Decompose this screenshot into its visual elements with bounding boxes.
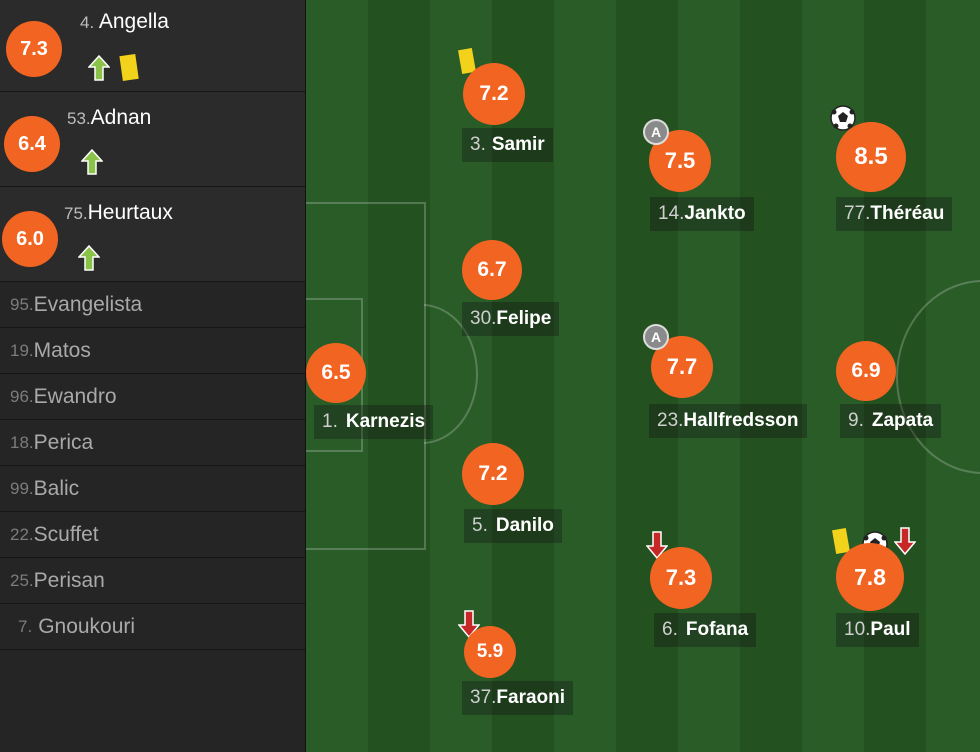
sub-in-arrow-icon (81, 149, 103, 175)
player-name: Théréau (870, 203, 945, 224)
player-rating-badge: 7.3 (6, 21, 62, 77)
yellow-card-icon (832, 528, 850, 555)
jersey-number: 77. (844, 203, 871, 224)
event-icons (78, 245, 100, 271)
player-rating-badge: 6.0 (2, 211, 58, 267)
bench-player-row[interactable]: 22.Scuffet (0, 512, 305, 558)
substitute-row[interactable]: 7.3 4. Angella (0, 0, 305, 92)
jersey-number: 4. (80, 13, 95, 32)
player-rating-badge: 7.7 (651, 336, 713, 398)
player-name: Adnan (90, 106, 152, 129)
substitute-name-label: 4. Angella (80, 10, 169, 34)
player-rating-badge: 6.5 (306, 343, 366, 403)
jersey-number: 30. (470, 308, 497, 329)
jersey-number: 18. (10, 432, 34, 452)
player-name: Perisan (33, 568, 105, 592)
player-rating-badge: 8.5 (836, 122, 906, 192)
sub-out-arrow-icon (646, 531, 668, 559)
player-name: Evangelista (33, 292, 143, 316)
bench-player-row[interactable]: 19.Matos (0, 328, 305, 374)
player-name: Ewandro (33, 384, 117, 408)
player-name-label: 5. Danilo (464, 509, 562, 543)
sub-in-arrow-icon (78, 245, 100, 271)
jersey-number: 3. (470, 134, 486, 155)
player-name-label: 14.Jankto (650, 197, 754, 231)
player-name: Faraoni (496, 687, 566, 708)
jersey-number: 9. (848, 410, 864, 431)
jersey-number: 95. (10, 294, 34, 314)
assist-badge-icon: A (643, 119, 669, 145)
player-name: Gnoukouri (38, 614, 136, 638)
yellow-card-icon (119, 54, 139, 81)
player-rating-badge: 6.4 (4, 116, 60, 172)
bench-player-row[interactable]: 95.Evangelista (0, 282, 305, 328)
player-name: Balic (33, 476, 80, 500)
jersey-number: 23. (657, 410, 684, 431)
player-name: Perica (33, 430, 94, 454)
player-name-label: 23.Hallfredsson (649, 404, 807, 438)
sub-in-arrow-icon (88, 55, 110, 81)
substitute-row[interactable]: 6.4 53.Adnan (0, 92, 305, 187)
sub-out-arrow-icon (894, 527, 916, 555)
bench-player-row[interactable]: 25.Perisan (0, 558, 305, 604)
player-name-label: 9. Zapata (840, 404, 942, 438)
player-rating-badge: 7.8 (836, 543, 904, 611)
player-rating-badge: 7.2 (463, 63, 525, 125)
assist-badge-icon: A (643, 324, 669, 350)
jersey-number: 7. (18, 616, 33, 636)
player-name-label: 30.Felipe (462, 302, 560, 336)
pitch: 7.2 3.Samir 6.7 30.Felipe 6.5 1. Karnezis… (306, 0, 980, 752)
player-rating-badge: 7.3 (650, 547, 712, 609)
bench-player-row[interactable]: 7.Gnoukouri (0, 604, 305, 650)
player-name-label: 3.Samir (462, 128, 553, 162)
player-name-label: 6. Fofana (654, 613, 757, 647)
player-name: Jankto (684, 203, 746, 224)
centre-circle-line (896, 280, 980, 474)
player-rating-badge: 5.9 (464, 626, 516, 678)
player-name: Angella (98, 10, 169, 33)
event-icons (81, 149, 103, 175)
jersey-number: 19. (10, 340, 34, 360)
player-name: Karnezis (345, 411, 426, 432)
substitute-name-label: 75.Heurtaux (64, 201, 173, 225)
jersey-number: 22. (10, 524, 34, 544)
jersey-number: 96. (10, 386, 34, 406)
player-name: Zapata (871, 410, 934, 431)
jersey-number: 1. (322, 411, 338, 432)
bench-player-row[interactable]: 18.Perica (0, 420, 305, 466)
player-name: Fofana (685, 619, 749, 640)
jersey-number: 75. (64, 204, 88, 223)
player-rating-badge: 6.7 (462, 240, 522, 300)
player-name: Heurtaux (87, 201, 173, 224)
substitutes-panel: 7.3 4. Angella 6.4 53.Adnan 6.0 75.Heurt… (0, 0, 306, 752)
jersey-number: 10. (844, 619, 871, 640)
player-name-label: 37.Faraoni (462, 681, 574, 715)
jersey-number: 5. (472, 515, 488, 536)
player-name: Samir (491, 134, 545, 155)
jersey-number: 37. (470, 687, 497, 708)
player-rating-badge: 7.2 (462, 443, 524, 505)
jersey-number: 6. (662, 619, 678, 640)
bench-player-row[interactable]: 99.Balic (0, 466, 305, 512)
event-icons (88, 54, 140, 82)
goal-ball-icon (830, 105, 856, 131)
player-name-label: 1. Karnezis (314, 405, 434, 439)
substitute-row[interactable]: 6.0 75.Heurtaux (0, 187, 305, 282)
player-name: Hallfredsson (683, 410, 799, 431)
jersey-number: 25. (10, 570, 34, 590)
player-name: Danilo (495, 515, 554, 536)
player-name-label: 10.Paul (836, 613, 919, 647)
player-name: Felipe (496, 308, 552, 329)
player-name-label: 77.Théréau (836, 197, 953, 231)
player-name: Matos (33, 338, 91, 362)
yellow-card-icon (458, 48, 476, 75)
jersey-number: 99. (10, 478, 34, 498)
player-rating-badge: 6.9 (836, 341, 896, 401)
player-name: Scuffet (33, 522, 99, 546)
substitute-name-label: 53.Adnan (67, 106, 151, 130)
player-name: Paul (870, 619, 911, 640)
jersey-number: 14. (658, 203, 685, 224)
jersey-number: 53. (67, 109, 91, 128)
bench-player-row[interactable]: 96.Ewandro (0, 374, 305, 420)
